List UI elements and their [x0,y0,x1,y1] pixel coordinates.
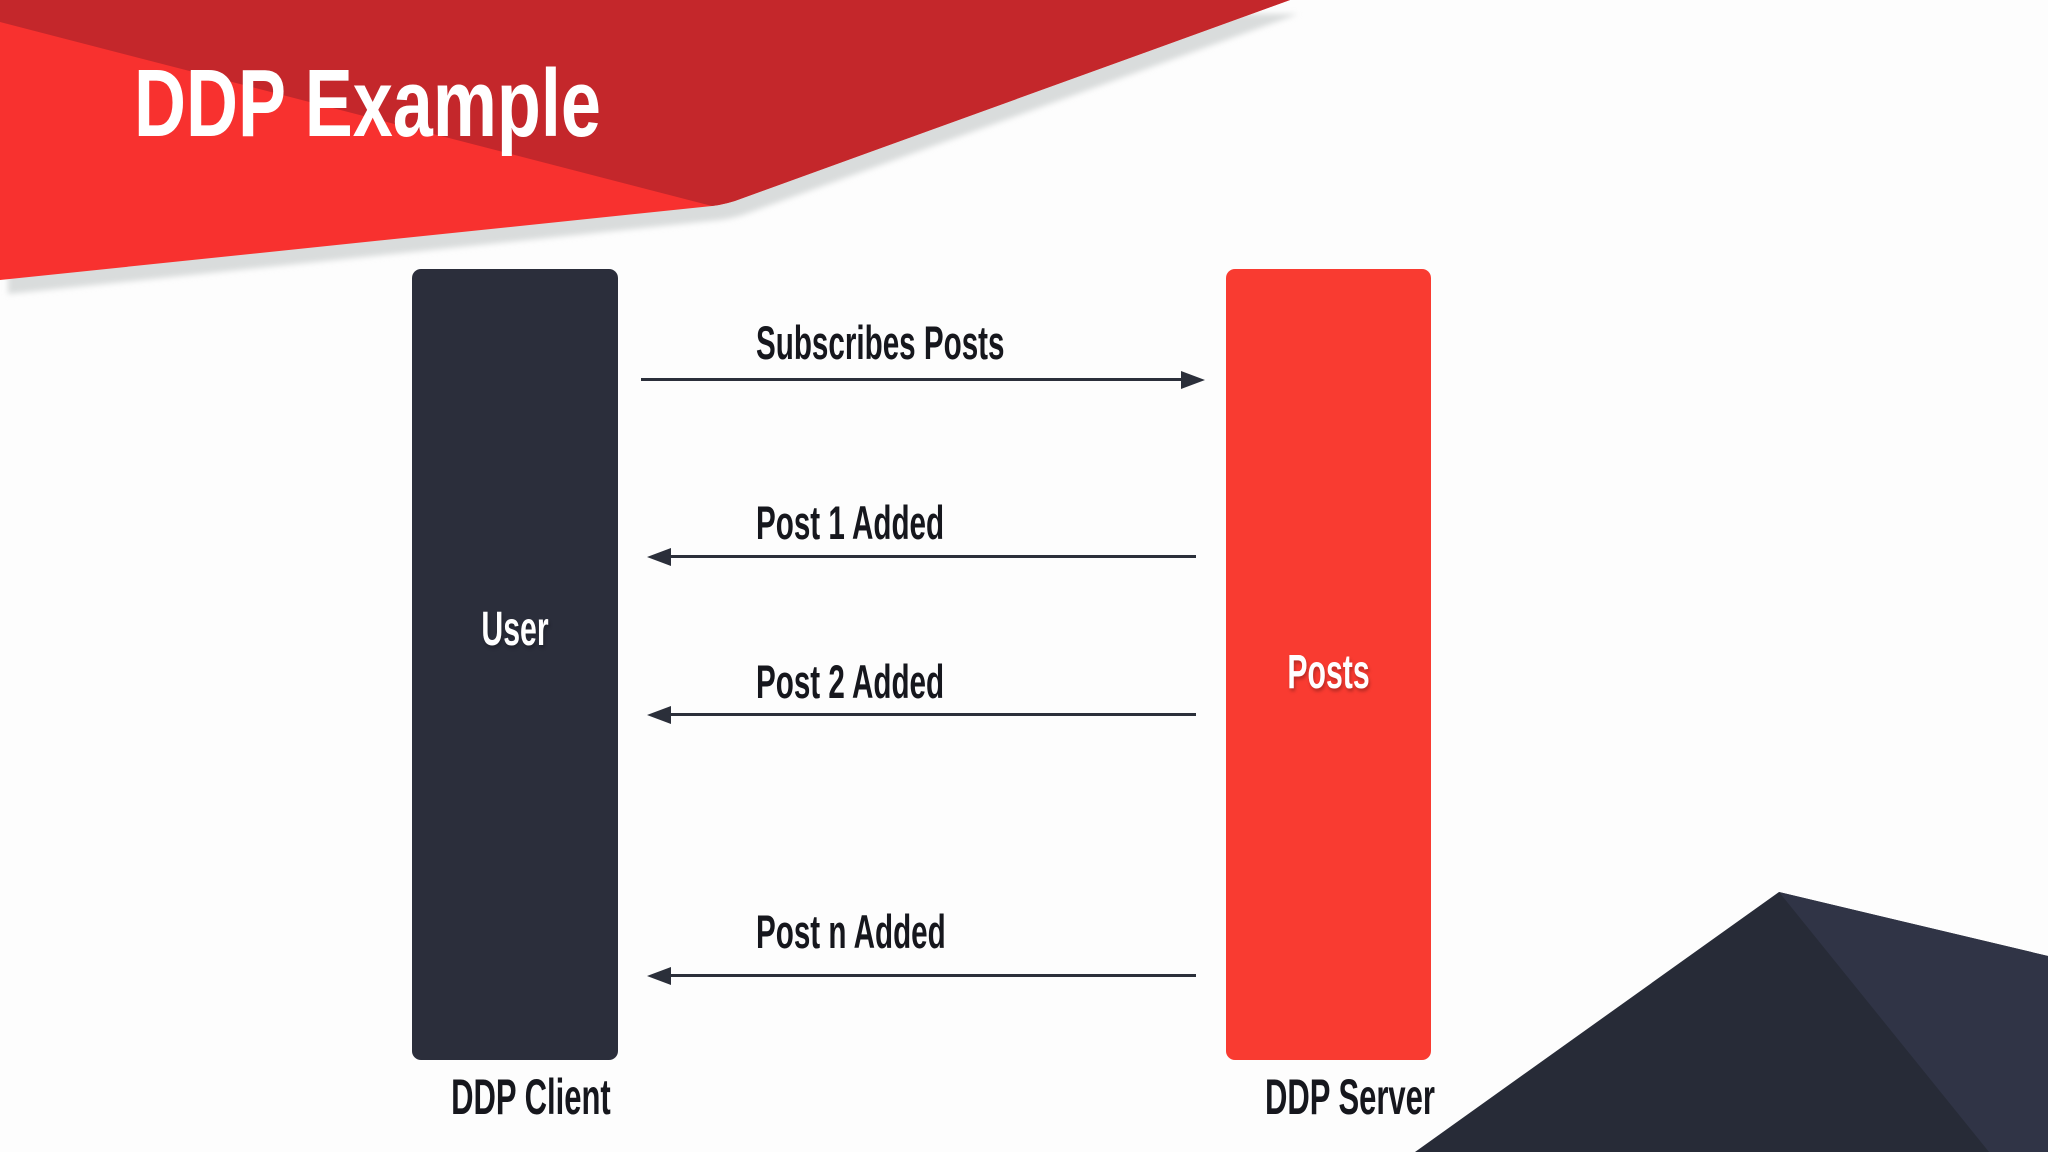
arrowhead-left-icon [647,548,671,566]
server-bar: Posts [1226,269,1431,1060]
banner-dark-wedge [0,0,1290,206]
arrowhead-left-icon [647,706,671,724]
message-label-post-1-added: Post 1 Added [756,496,945,549]
arrow-line [669,713,1196,716]
arrowhead-left-icon [647,967,671,985]
message-label-post-n-added: Post n Added [756,905,946,958]
client-caption: DDP Client [451,1069,611,1125]
message-label-subscribes-posts: Subscribes Posts [756,316,1005,369]
arrow-line [641,378,1185,381]
header-banner [0,0,1298,294]
corner-light-facet [1779,892,2048,1152]
message-label-post-2-added: Post 2 Added [756,655,945,708]
arrow-line [669,974,1196,977]
page-title: DDP Example [134,50,601,157]
arrow-line [669,555,1196,558]
arrowhead-right-icon [1181,371,1205,389]
server-caption: DDP Server [1264,1069,1435,1125]
server-bar-label: Posts [1287,646,1370,699]
corner-decoration [1415,892,2048,1152]
client-bar: User [412,269,618,1060]
client-bar-label: User [481,603,549,656]
